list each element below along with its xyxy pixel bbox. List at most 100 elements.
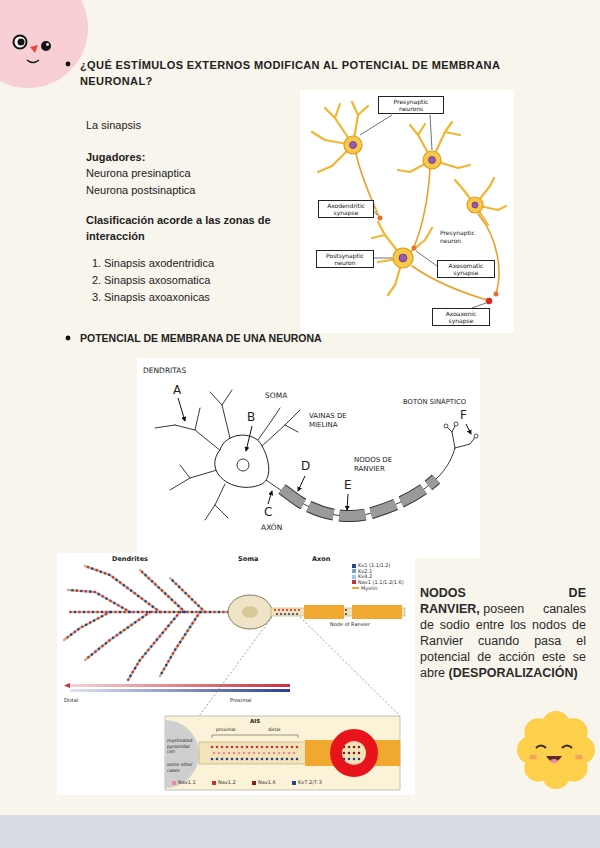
- body-text: Neurona postsinaptica: [86, 184, 195, 197]
- list-number: 1.: [92, 257, 101, 270]
- legend-item: Nav1 (1.1/1.2/1.6): [352, 580, 404, 585]
- neuron-sketch: [444, 422, 478, 438]
- box-text: Presynaptic neurons: [382, 98, 440, 112]
- neuron-sketch: [454, 422, 458, 426]
- legend-item: Kv2.1: [352, 569, 372, 574]
- label-box: Axodendritic synapse: [318, 200, 374, 218]
- pointer-arrow: [268, 491, 272, 504]
- channel-distribution-figure: [346, 609, 350, 611]
- dendrite-tree: [64, 566, 228, 680]
- legend-swatch: [352, 564, 356, 568]
- neuron-sketch: [137, 358, 480, 558]
- subheading: Jugadores:: [86, 151, 145, 164]
- legend-swatch: [212, 781, 216, 785]
- pink-face-decoration: [27, 60, 39, 63]
- figure-label: Dendrites: [112, 556, 148, 564]
- neuron-sketch: [446, 424, 476, 448]
- leader-line: [360, 115, 392, 135]
- leader-line: [371, 258, 392, 259]
- box-text: Postsynaptic neuron: [320, 252, 370, 266]
- axis-label: Distal: [64, 697, 78, 703]
- neuron-sketch: [210, 390, 232, 438]
- box-text: Axosomatic synapse: [441, 262, 491, 276]
- myelin-sheath: [282, 479, 436, 516]
- neuron-sketch: [266, 448, 455, 516]
- body-text: Neurona presinaptica: [86, 167, 191, 180]
- zoom-inset: [344, 752, 364, 755]
- synapse-illustration: [378, 216, 383, 221]
- part-name: BOTÓN SINÁPTICO: [403, 398, 466, 406]
- bullet-dot: [66, 62, 71, 341]
- legend-swatch: [352, 580, 356, 584]
- legend-text: Nav1.1: [178, 779, 196, 785]
- legend-item: Kv1 (1.1/1.2): [352, 563, 391, 568]
- neuron-sketch: [262, 410, 300, 446]
- pink-face-decoration: [0, 0, 88, 88]
- figure-label: myelinated pyramidal cell: [167, 738, 197, 755]
- dendrite-tree: [64, 566, 228, 680]
- synapse-illustration: [393, 248, 413, 268]
- synapse-illustration: [372, 222, 432, 295]
- box-text: Axoaxonic synapse: [436, 310, 486, 324]
- pointer-arrow: [298, 476, 305, 491]
- text-paragraph: NODOS DE RANVIER,poseen canales de sodio…: [420, 585, 586, 681]
- yellow-flower-decoration: [517, 711, 595, 789]
- label-box: Axosomatic synapse: [437, 260, 495, 278]
- pointer-arrow: [347, 494, 348, 510]
- paragraph-bold: (DESPORALIZACIÓN): [449, 666, 578, 680]
- legend-swatch: [352, 569, 356, 573]
- channel-distribution-figure: [57, 553, 415, 795]
- label-box: Postsynaptic neuron: [316, 250, 374, 268]
- zoom-inset: [212, 746, 298, 749]
- pink-face-decoration: [46, 43, 49, 46]
- list-item: Sinapsis axodentridica: [104, 257, 214, 270]
- legend-swatch: [292, 781, 296, 785]
- gradient-bar: [64, 683, 290, 692]
- legend-text: Kv7.2/7.3: [298, 779, 322, 785]
- synapse-illustration: [398, 122, 470, 172]
- list-item: Sinapsis axosomatica: [104, 274, 210, 287]
- synapse-illustration: [312, 102, 368, 172]
- bracket: [212, 735, 298, 738]
- synapse-illustration: [300, 90, 514, 333]
- myelin-sheath: [282, 479, 436, 516]
- neuron-sketch: [205, 484, 228, 520]
- zoom-inset: [212, 758, 298, 761]
- neuron-sketch: [215, 435, 269, 487]
- legend-item: Nav1.6: [252, 780, 276, 785]
- leader-line: [416, 251, 437, 266]
- pink-face-decoration: [0, 0, 88, 88]
- synapse-illustration: [312, 102, 506, 295]
- synapse-illustration: [478, 214, 499, 293]
- synapse-illustration: [399, 254, 407, 262]
- channel-distribution-figure: [275, 609, 300, 611]
- callout-letter: D: [301, 459, 310, 473]
- neuron-sketch: [237, 459, 249, 471]
- legend-text: Kv4.2: [358, 573, 372, 579]
- figure-label: Soma: [238, 556, 258, 564]
- label-box: Axoaxonic synapse: [432, 308, 490, 326]
- synapse-illustration: [412, 246, 417, 251]
- channel-distribution-figure: [277, 613, 300, 615]
- bullet-dot: [66, 336, 71, 341]
- legend-text: Nav1 (1.1/1.2/1.6): [358, 579, 404, 585]
- bullet-dot: [66, 62, 71, 67]
- channel-distribution-figure: [352, 605, 402, 619]
- synapse-illustration: [494, 292, 499, 297]
- leader-line: [430, 115, 432, 150]
- synapse-illustration: [423, 151, 441, 169]
- zoom-line: [300, 617, 400, 716]
- synapse-illustration: [344, 136, 362, 154]
- legend-item: Kv7.2/7.3: [292, 780, 322, 785]
- dendrite-tree: [64, 566, 228, 680]
- neuron-sketch: [170, 465, 217, 490]
- pink-face-decoration: [18, 39, 25, 46]
- part-name: NODOS DE RANVIER: [354, 456, 404, 474]
- legend-swatch: [352, 575, 356, 579]
- figure-label: Node of Ranvier: [330, 621, 370, 627]
- pink-face-decoration: [30, 45, 38, 53]
- gradient-bar: [70, 689, 290, 692]
- figure-label: Presynaptic neuron: [440, 229, 486, 244]
- pointer-arrow: [466, 424, 471, 434]
- callout-letter: B: [247, 410, 255, 424]
